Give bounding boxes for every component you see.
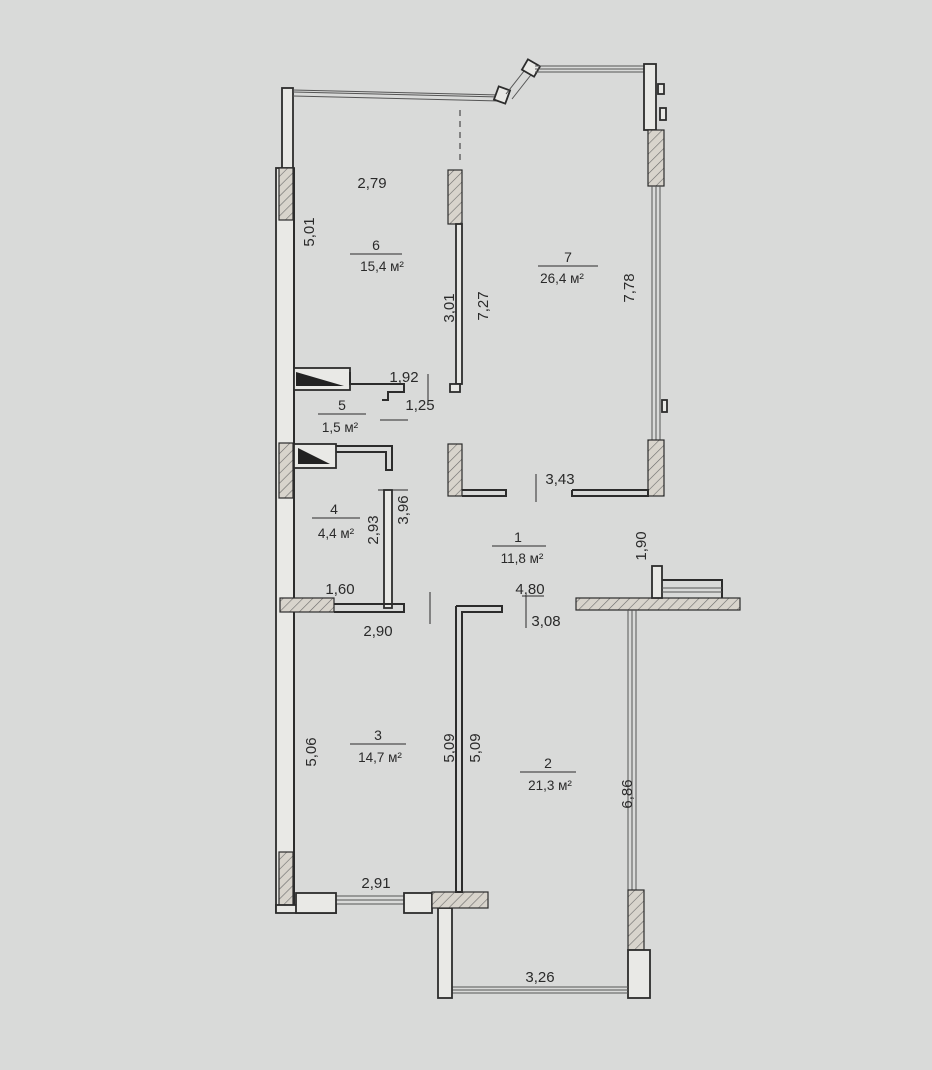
room-number: 1 xyxy=(514,529,522,545)
room-number: 3 xyxy=(374,727,382,743)
room-area: 4,4 м² xyxy=(318,526,355,541)
outer-walls xyxy=(275,58,741,999)
dim-3-96: 3,96 xyxy=(395,495,412,524)
room-number: 7 xyxy=(564,249,572,265)
dim-7-27: 7,27 xyxy=(475,291,492,320)
room-2-label: 2 21,3 м² xyxy=(520,755,576,793)
dim-1-25: 1,25 xyxy=(405,397,434,414)
dim-5-09-left: 5,09 xyxy=(441,733,458,762)
dim-3-01: 3,01 xyxy=(441,293,458,322)
room-area: 15,4 м² xyxy=(360,259,404,274)
dim-4-80: 4,80 xyxy=(515,581,544,598)
dim-2-91: 2,91 xyxy=(361,875,390,892)
dim-7-78: 7,78 xyxy=(621,273,638,302)
dim-3-08: 3,08 xyxy=(531,613,560,630)
room-number: 2 xyxy=(544,755,552,771)
room-area: 1,5 м² xyxy=(322,420,359,435)
dim-6-86: 6,86 xyxy=(619,779,636,808)
room-area: 21,3 м² xyxy=(528,778,572,793)
dim-5-06: 5,06 xyxy=(303,737,320,766)
dim-1-90: 1,90 xyxy=(633,531,650,560)
dim-2-79: 2,79 xyxy=(357,175,386,192)
room-7-label: 7 26,4 м² xyxy=(538,249,598,286)
room-area: 14,7 м² xyxy=(358,750,402,765)
dim-3-43: 3,43 xyxy=(545,471,574,488)
dim-5-09-right: 5,09 xyxy=(467,733,484,762)
dim-1-92: 1,92 xyxy=(389,369,418,386)
room-6-label: 6 15,4 м² xyxy=(350,237,404,274)
room-number: 6 xyxy=(372,237,380,253)
room-area: 26,4 м² xyxy=(540,271,584,286)
room-3-label: 3 14,7 м² xyxy=(350,727,406,765)
dim-3-26: 3,26 xyxy=(525,969,554,986)
interior-walls xyxy=(279,110,507,893)
dim-2-93: 2,93 xyxy=(365,515,382,544)
room-number: 5 xyxy=(338,397,346,413)
dimension-labels-vertical: 5,01 3,01 7,27 7,78 2,93 3,96 1,90 5,06 … xyxy=(301,217,650,808)
dimension-marks xyxy=(378,374,544,628)
room-1-label: 1 11,8 м² xyxy=(492,529,546,566)
room-area: 11,8 м² xyxy=(501,551,544,566)
room-4-label: 4 4,4 м² xyxy=(312,501,360,541)
dim-5-01: 5,01 xyxy=(301,217,318,246)
dim-1-60: 1,60 xyxy=(325,581,354,598)
room-5-label: 5 1,5 м² xyxy=(318,397,366,435)
dimension-labels: 2,79 1,92 1,25 3,43 1,60 4,80 2,90 3,08 … xyxy=(325,175,574,986)
dim-2-90: 2,90 xyxy=(363,623,392,640)
room-number: 4 xyxy=(330,501,338,517)
